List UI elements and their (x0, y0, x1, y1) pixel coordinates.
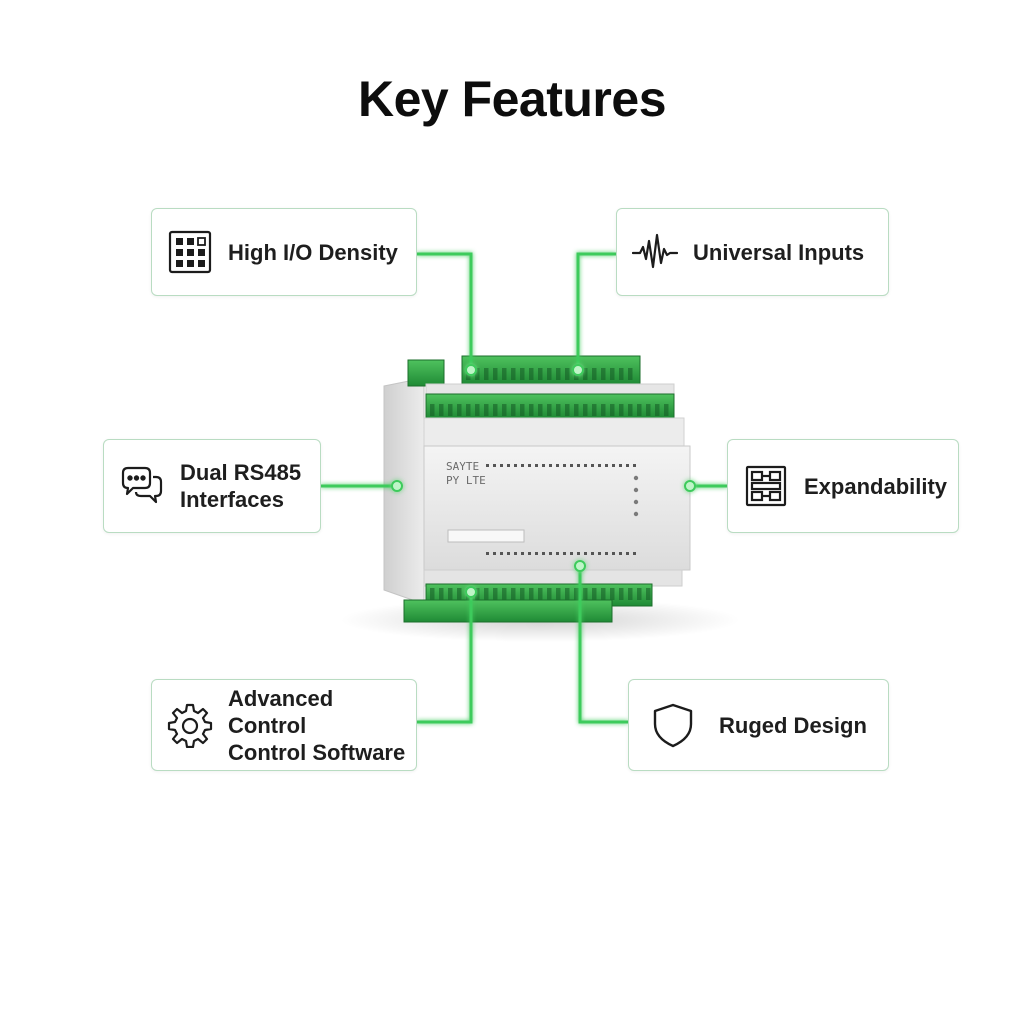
feature-card-universal-inputs: Universal Inputs (616, 208, 889, 296)
gear-icon (166, 701, 214, 749)
feature-label-rs: Dual RS485 Interfaces (180, 460, 302, 512)
feature-label-io: High I/O Density (228, 239, 398, 265)
connector-dot-rd (574, 560, 586, 572)
modules-icon (742, 462, 790, 510)
feature-card-high-io-density: High I/O Density (151, 208, 417, 296)
connector-ui (576, 252, 616, 370)
feature-label-ui: Universal Inputs (693, 239, 865, 265)
connector-ac (417, 592, 473, 724)
connector-rd (578, 566, 628, 724)
connector-dot-ui (572, 364, 584, 376)
waveform-icon (631, 228, 679, 276)
feature-card-ruged-design: Ruged Design (628, 679, 889, 771)
feature-label-rd: Ruged Design (719, 712, 867, 738)
chat-bubbles-icon (118, 462, 166, 510)
connector-dot-ac (465, 586, 477, 598)
feature-card-dual-rs485: Dual RS485 Interfaces (103, 439, 321, 533)
device-model-text: PY LTE (446, 474, 486, 487)
connector-dot-io (465, 364, 477, 376)
grid-icon (166, 228, 214, 276)
feature-label-ex: Expandability (804, 473, 948, 499)
connector-dot-rs (391, 480, 403, 492)
page-title: Key Features (357, 71, 667, 127)
connector-dot-ex (684, 480, 696, 492)
device-brand-text: SAYTE (446, 460, 479, 473)
connector-io (417, 252, 473, 370)
shield-icon (649, 701, 697, 749)
feature-card-advanced-control: Advanced Control Control Software (151, 679, 417, 771)
feature-label-ac: Advanced Control Control Software (228, 685, 406, 765)
feature-card-expandability: Expandability (727, 439, 959, 533)
